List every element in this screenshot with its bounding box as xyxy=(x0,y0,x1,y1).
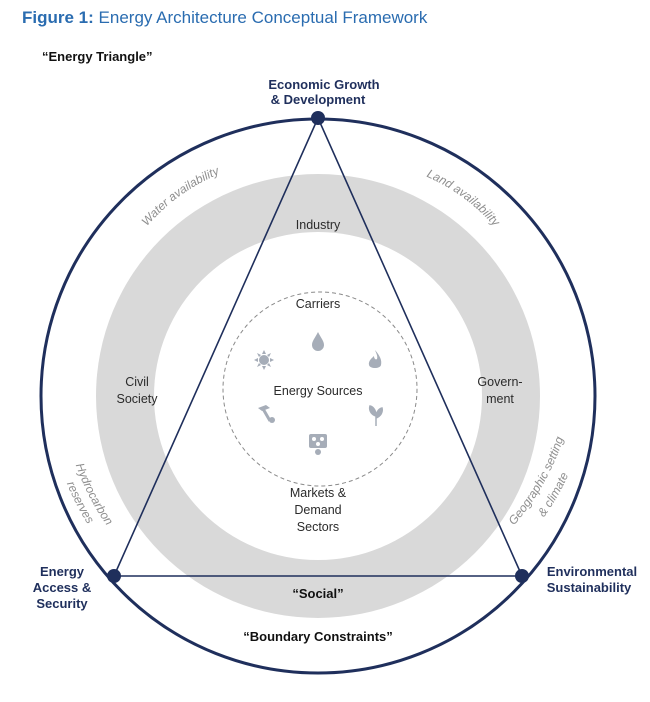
vertex-economic xyxy=(311,111,325,125)
inner-disc xyxy=(154,232,482,560)
energy-triangle xyxy=(112,116,524,577)
energy-access-label-3: Security xyxy=(36,596,88,611)
government-label-2: ment xyxy=(486,392,514,406)
economic-growth-label-2: & Development xyxy=(271,92,366,107)
civil-society-label-1: Civil xyxy=(125,375,149,389)
figure-label: Figure 1: xyxy=(22,8,94,27)
government-label-1: Govern- xyxy=(477,375,522,389)
energy-access-label-2: Access & xyxy=(33,580,92,595)
figure-title: Figure 1: Energy Architecture Conceptual… xyxy=(22,8,427,28)
markets-label-3: Sectors xyxy=(297,520,339,534)
boundary-constraints-label: “Boundary Constraints” xyxy=(243,629,393,644)
industry-label: Industry xyxy=(296,218,341,232)
mining-hammer-icon xyxy=(258,405,275,423)
environmental-label-2: Sustainability xyxy=(547,580,632,595)
water-drop-icon xyxy=(312,332,324,351)
sun-icon xyxy=(254,350,274,370)
flame-icon xyxy=(368,350,382,368)
atom-icon xyxy=(309,434,327,455)
energy-access-label-1: Energy xyxy=(40,564,85,579)
energy-triangle-label: “Energy Triangle” xyxy=(42,49,153,64)
social-label: “Social” xyxy=(292,586,343,601)
civil-society-label-2: Society xyxy=(117,392,159,406)
economic-growth-label-1: Economic Growth xyxy=(268,77,379,92)
vertex-energy-access xyxy=(107,569,121,583)
energy-sources-circle xyxy=(222,291,418,487)
environmental-label-1: Environmental xyxy=(547,564,637,579)
markets-label-1: Markets & xyxy=(290,486,347,500)
vertex-environmental xyxy=(515,569,529,583)
markets-label-2: Demand xyxy=(294,503,341,517)
energy-sources-label: Energy Sources xyxy=(274,384,363,398)
figure-title-text: Energy Architecture Conceptual Framework xyxy=(98,8,428,27)
leaf-icon xyxy=(368,405,383,426)
carriers-label: Carriers xyxy=(296,297,340,311)
